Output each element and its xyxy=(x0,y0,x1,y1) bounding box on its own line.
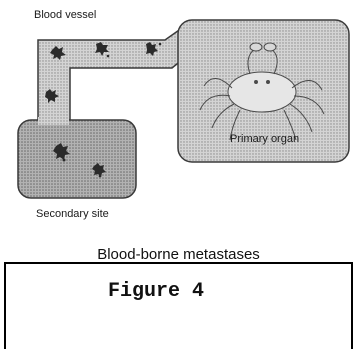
figure-box xyxy=(4,262,353,349)
blood-vessel-label: Blood vessel xyxy=(34,9,96,21)
secondary-site-label: Secondary site xyxy=(36,208,109,220)
secondary-site xyxy=(18,120,136,198)
primary-organ-label: Primary organ xyxy=(230,133,299,145)
figure-label: Figure 4 xyxy=(108,280,204,303)
caption: Blood-borne metastases xyxy=(0,246,357,263)
